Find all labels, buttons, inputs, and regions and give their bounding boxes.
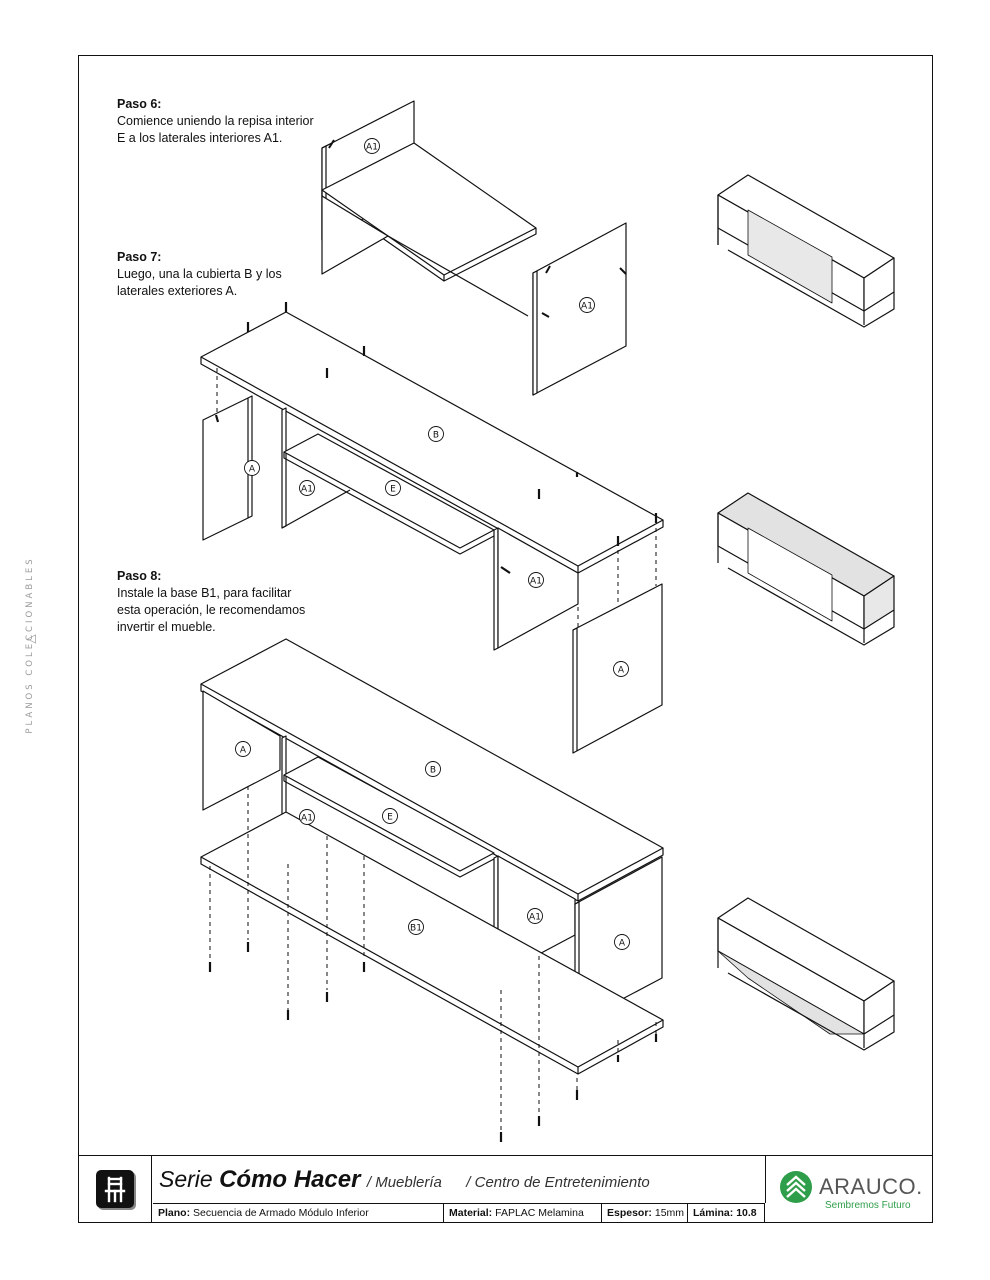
label-b1: B1 — [410, 924, 422, 934]
label-a: A — [249, 465, 256, 475]
step-8: Paso 8: Instale la base B1, para facilit… — [117, 568, 305, 636]
thumbnail-step-7 — [717, 492, 895, 646]
label-a1: A1 — [581, 302, 593, 312]
step-7: Paso 7: Luego, una la cubierta B y los l… — [117, 249, 282, 300]
step-7-drawing — [200, 302, 664, 754]
brand-tagline: Sembremos Futuro — [825, 1200, 911, 1211]
step-7-title: Paso 7: — [117, 250, 162, 264]
title-block: Serie Cómo Hacer / Mueblería / Centro de… — [79, 1155, 932, 1222]
lamina-cell: Lámina: 10.8 — [693, 1207, 757, 1219]
step-6-text: Comience uniendo la repisa interior E a … — [117, 114, 314, 145]
step-6-drawing — [321, 100, 627, 396]
label-a: A — [618, 666, 625, 676]
label-a: A — [240, 746, 247, 756]
series-logo-box — [79, 1156, 152, 1222]
label-e: E — [387, 813, 393, 823]
step-8-text: Instale la base B1, para facilitar esta … — [117, 586, 306, 634]
project-name: / Centro de Entretenimiento — [466, 1174, 650, 1191]
espesor-cell: Espesor: 15mm — [602, 1204, 688, 1222]
thumbnail-step-8 — [717, 897, 895, 1051]
plano-cell: Plano: Secuencia de Armado Módulo Inferi… — [153, 1204, 444, 1222]
serie-word: Serie — [159, 1166, 213, 1192]
step-6-title: Paso 6: — [117, 97, 162, 111]
panel-a1-right — [532, 222, 627, 396]
series-title: Cómo Hacer — [219, 1166, 361, 1193]
title-row: Serie Cómo Hacer / Mueblería / Centro de… — [153, 1156, 766, 1203]
category: / Mueblería — [366, 1174, 442, 1191]
label-b: B — [430, 766, 436, 776]
thumbnail-step-6 — [717, 174, 895, 328]
assembly-illustrations: A1 A1 — [200, 100, 895, 1142]
step-8-title: Paso 8: — [117, 569, 162, 583]
brand-name: ARAUCO. — [819, 1174, 923, 1199]
chair-icon — [96, 1170, 134, 1208]
arauco-logo-icon — [780, 1171, 812, 1203]
label-a1: A1 — [301, 814, 313, 824]
label-e: E — [390, 485, 396, 495]
info-row: Plano: Secuencia de Armado Módulo Inferi… — [153, 1203, 765, 1222]
page-title: Serie Cómo Hacer / Mueblería / Centro de… — [159, 1166, 650, 1194]
label-a1: A1 — [529, 913, 541, 923]
label-a: A — [619, 939, 626, 949]
label-a1: A1 — [530, 577, 542, 587]
brand-block: ARAUCO. Sembremos Futuro — [767, 1156, 931, 1222]
step-8-drawing — [200, 638, 664, 1142]
label-b: B — [433, 431, 439, 441]
drawing-frame — [78, 55, 933, 1223]
panel-a-left — [202, 397, 249, 541]
label-a1: A1 — [366, 143, 378, 153]
material-cell: Material: FAPLAC Melamina — [444, 1204, 602, 1222]
step-6: Paso 6: Comience uniendo la repisa inter… — [117, 96, 314, 147]
label-a1: A1 — [301, 485, 313, 495]
step-7-text: Luego, una la cubierta B y los laterales… — [117, 267, 282, 298]
